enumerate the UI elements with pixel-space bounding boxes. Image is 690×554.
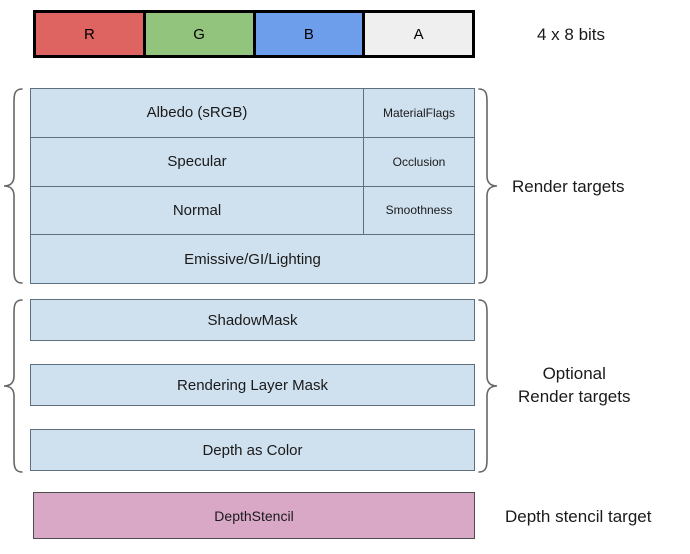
render-target-cell-material-flags: MaterialFlags — [363, 88, 475, 138]
brace-optional-render-targets-left — [2, 297, 24, 475]
render-targets-grid: Albedo (sRGB) MaterialFlags Specular Occ… — [30, 88, 475, 284]
depth-stencil-label: DepthStencil — [214, 507, 294, 524]
optional-render-target-label-rendering-layer-mask: Rendering Layer Mask — [177, 376, 328, 394]
channel-cell-g: G — [145, 13, 256, 55]
render-target-row-emissive: Emissive/GI/Lighting — [30, 234, 475, 284]
brace-optional-render-targets-right — [477, 297, 499, 475]
optional-render-target-shadowmask: ShadowMask — [30, 299, 475, 341]
channel-bar-caption: 4 x 8 bits — [537, 25, 606, 44]
render-target-label-emissive: Emissive/GI/Lighting — [184, 250, 321, 268]
depth-stencil-box: DepthStencil — [33, 492, 475, 539]
render-target-cell-specular: Specular — [30, 136, 364, 187]
channel-label-r: R — [83, 25, 95, 43]
channel-cell-a: A — [365, 13, 472, 55]
render-target-cell-smoothness: Smoothness — [363, 185, 475, 236]
depth-stencil-caption: Depth stencil target — [505, 507, 652, 526]
render-target-cell-emissive: Emissive/GI/Lighting — [30, 234, 475, 284]
channel-label-a: A — [413, 25, 424, 43]
render-target-label-albedo: Albedo (sRGB) — [146, 104, 248, 122]
channel-cell-b: B — [255, 13, 366, 55]
channel-cell-r: R — [36, 13, 146, 55]
optional-render-targets-caption: Optional Render targets — [518, 364, 631, 406]
brace-render-targets-right — [477, 86, 499, 286]
render-target-row-albedo: Albedo (sRGB) MaterialFlags — [30, 88, 475, 138]
render-target-row-normal: Normal Smoothness — [30, 185, 475, 236]
render-target-label-material-flags: MaterialFlags — [382, 105, 456, 120]
rgba-channel-bar: R G B A — [33, 10, 475, 58]
render-target-label-specular: Specular — [167, 153, 227, 171]
optional-render-target-rendering-layer-mask: Rendering Layer Mask — [30, 364, 475, 406]
channel-label-g: G — [193, 25, 205, 43]
render-target-cell-occlusion: Occlusion — [363, 136, 475, 187]
render-target-cell-normal: Normal — [30, 185, 364, 236]
render-target-label-normal: Normal — [172, 201, 222, 219]
render-target-label-smoothness: Smoothness — [385, 203, 453, 218]
render-target-row-specular: Specular Occlusion — [30, 136, 475, 187]
brace-render-targets-left — [2, 86, 24, 286]
optional-render-target-label-depth-as-color: Depth as Color — [202, 441, 303, 459]
render-target-cell-albedo: Albedo (sRGB) — [30, 88, 364, 138]
render-target-label-occlusion: Occlusion — [392, 154, 446, 169]
render-targets-caption: Render targets — [512, 177, 625, 196]
optional-render-target-depth-as-color: Depth as Color — [30, 429, 475, 471]
channel-label-b: B — [303, 25, 314, 43]
optional-render-target-label-shadowmask: ShadowMask — [207, 311, 298, 329]
